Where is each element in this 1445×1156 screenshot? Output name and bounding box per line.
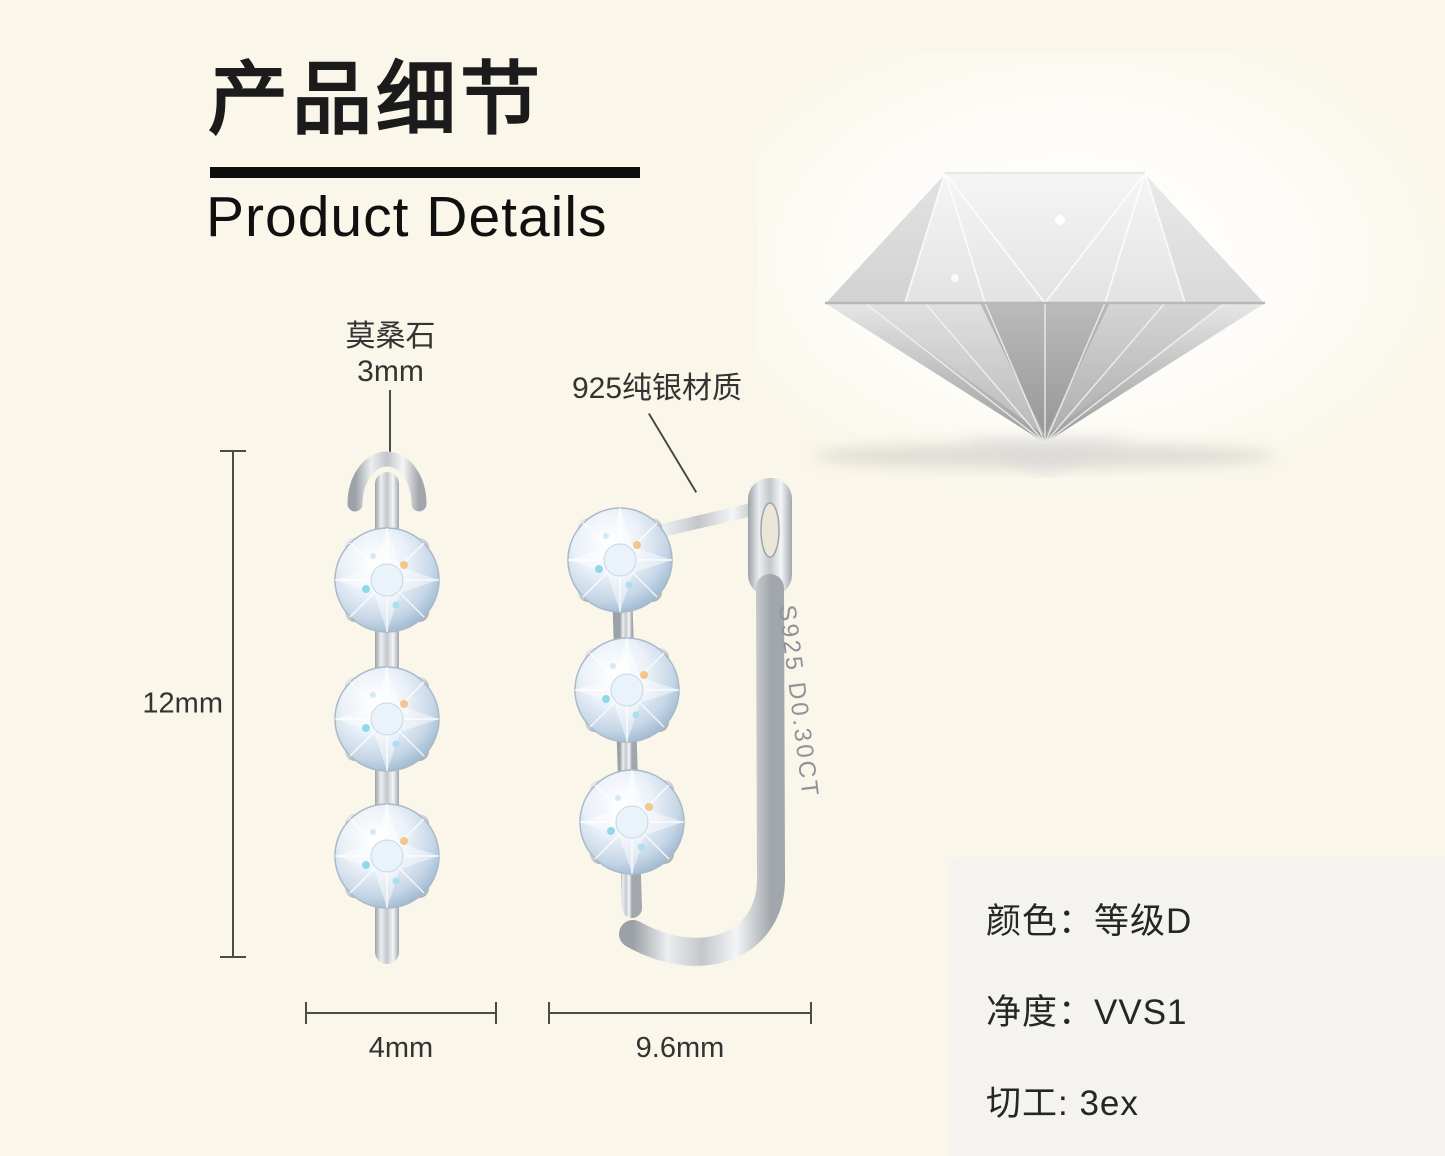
spec-color-value: 等级D [1094,902,1193,941]
earring-front-hoop-top [347,451,427,512]
spec-panel: 颜色：等级D 净度：VVS1 切工: 3ex [948,857,1445,1156]
diamond-reflection [815,438,1275,476]
spec-row-color: 颜色：等级D [986,893,1445,944]
spec-clarity-value: VVS1 [1094,993,1188,1032]
stone-callout-line [389,390,391,456]
stone-size-label: 3mm [357,354,424,388]
diamond-crown [824,171,1266,305]
earring-side-photo: S925 D0.30CT [567,478,824,966]
side-width-cap-right [810,1002,812,1024]
spec-cut-value: 3ex [1079,1084,1139,1123]
spec-row-cut: 切工: 3ex [986,1075,1445,1126]
height-dimension-line [232,450,234,958]
spec-row-clarity: 净度：VVS1 [986,984,1445,1035]
side-width-line [548,1012,812,1014]
spec-clarity-label: 净度： [986,993,1095,1032]
front-width-dimension: 4mm [305,1002,497,1072]
page-title-zh: 产品细节 [208,55,544,144]
earring-side-hoop [619,574,786,966]
material-callout: 925纯银材质 [572,372,743,405]
earring-side-latch-hole [760,502,780,558]
height-dimension-label: 12mm [138,683,227,725]
diamond-pavilion [825,302,1265,444]
side-width-label: 9.6mm [635,1032,725,1064]
stone-name-label: 莫桑石 [345,320,436,353]
front-width-line [305,1012,497,1014]
earring-front-photo [334,451,440,964]
diamond-photo [815,171,1275,476]
title-divider [210,167,640,178]
front-width-label: 4mm [368,1032,434,1064]
page-title-en: Product Details [206,185,608,249]
height-dimension-cap-bottom [220,956,246,958]
stone-callout: 莫桑石 3mm [318,320,463,389]
front-width-cap-right [495,1002,497,1024]
spec-cut-label: 切工: [986,1084,1080,1123]
height-dimension: 12mm [138,450,246,958]
spec-color-label: 颜色： [986,902,1095,941]
side-width-dimension: 9.6mm [548,1002,812,1072]
